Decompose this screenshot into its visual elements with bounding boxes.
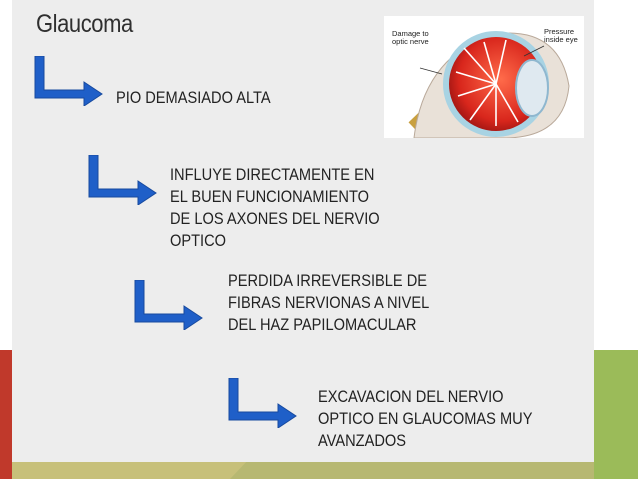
step-arrow-icon: [88, 155, 157, 205]
figure-label-damage: Damage to optic nerve: [392, 29, 429, 46]
step-arrow-icon: [34, 56, 103, 106]
eye-illustration: Damage to optic nerve Pressure inside ey…: [384, 16, 584, 138]
bottom-band-left: [0, 458, 250, 479]
figure-label-pressure: Pressure inside eye: [544, 27, 578, 44]
slide-title: Glaucoma: [36, 10, 133, 38]
step-text-2: INFLUYE DIRECTAMENTE EN EL BUEN FUNCIONA…: [170, 165, 380, 250]
step-text-1: PIO DEMASIADO ALTA: [116, 88, 271, 107]
step-arrow-icon: [228, 378, 297, 428]
left-red-accent: [0, 350, 12, 479]
step-arrow-icon: [134, 280, 203, 330]
eye-diagram-icon: [408, 31, 570, 138]
step-text-4: EXCAVACION DEL NERVIO OPTICO EN GLAUCOMA…: [318, 387, 533, 450]
step-text-3: PERDIDA IRREVERSIBLE DE FIBRAS NERVIONAS…: [228, 271, 430, 334]
right-green-accent: [594, 350, 638, 479]
